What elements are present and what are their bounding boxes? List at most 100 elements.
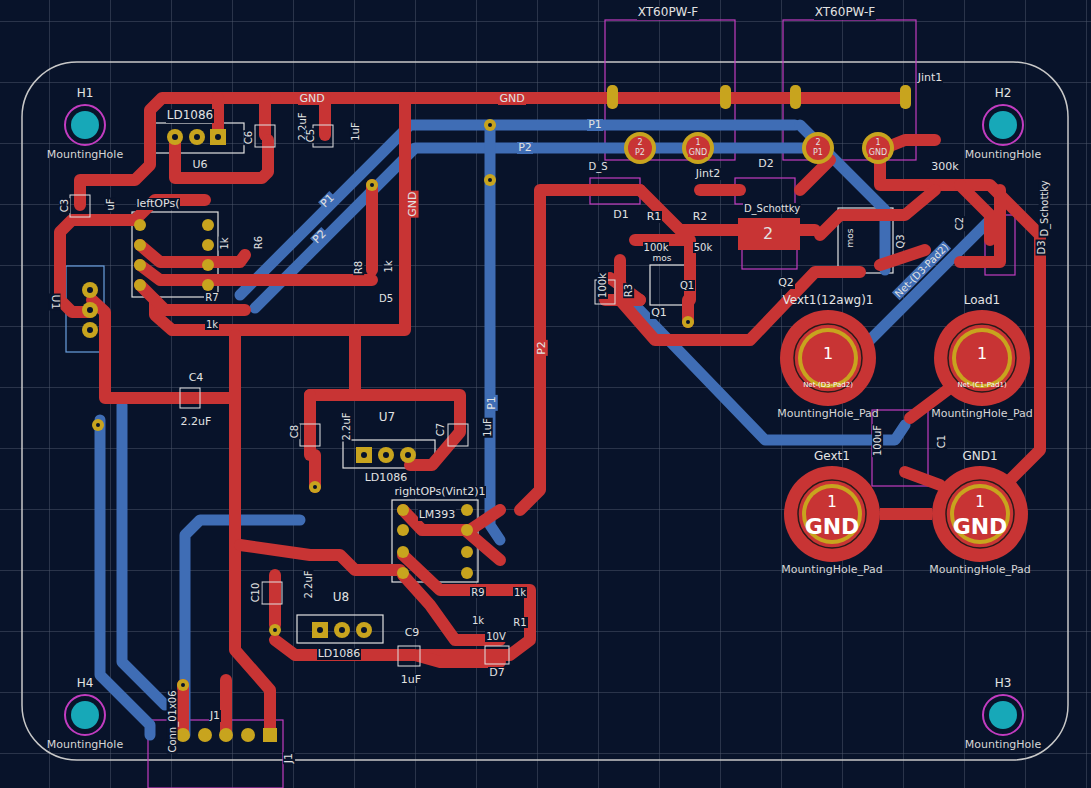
silkscreen-label: Jint2 [695,168,722,180]
hole-ring [65,105,105,145]
hole-ring [983,105,1023,145]
pad-outline [981,693,1025,737]
net-label: GND [498,93,525,105]
pad-outline [784,466,880,562]
silkscreen-label: D_Schottky [1038,179,1049,237]
pad-copper [784,466,880,562]
mounting-pad: Gext11GNDMountingHole_Pad [781,450,883,576]
silkscreen-label: R9 [470,587,485,598]
net-label: GND [688,149,708,158]
pad-copper [934,310,1030,406]
silkscreen-label: D_S [587,161,608,172]
pad-centres [628,136,890,160]
net-name: GND [784,516,880,538]
silkscreen-label: D1 [612,209,629,221]
mounting-pad: Load11Net-(C1-Pad1)MountingHole_Pad [931,294,1033,420]
silkscreen-label: Q1 [650,307,668,319]
pad-outline [981,103,1025,147]
silkscreen-label: U1 [48,294,60,311]
silkscreen-label: Conn_01x06 [166,689,177,753]
pad-number: 1 [932,495,1028,510]
silkscreen-label: 300k [930,161,959,173]
footprint-outlines [148,20,1015,788]
silkscreen-label: 1k [513,587,527,598]
silkscreen-label: C8 [289,424,300,439]
silkscreen-label: C6 [243,130,254,145]
net-label: 1 [874,139,881,148]
footprint-value: MountingHole_Pad [929,564,1031,577]
silkscreen-label: D3 [1035,239,1046,255]
net-label: P2 [517,142,533,154]
silkscreen-label: C4 [188,372,205,384]
footprint-value: MountingHole_Pad [777,408,879,421]
silkscreen-label: mos [652,254,673,264]
pad-outline [63,103,107,147]
silkscreen-label: U6 [191,159,208,171]
net-label: Net-(D3-Pad2) [892,241,951,300]
pad-disc [981,693,1025,737]
pad-outline [63,693,107,737]
silkscreen-label: 1k [382,259,393,273]
silkscreen-label: 100k [643,242,670,253]
silkscreen-label: LD1086 [317,648,362,660]
hole-drill [989,111,1017,139]
copper-trace [880,508,932,520]
silkscreen-outlines [132,123,893,643]
silkscreen-label: XT60PW-F [637,6,699,19]
silkscreen-label: 1k [205,319,219,330]
mounting-pad: GND 11GND MountingHole_Pad [929,450,1031,576]
silkscreen-label: C10 [250,582,261,604]
hole-drill [71,701,99,729]
footprint-value: MountingHole [47,739,123,752]
footprint-reference: Gext1 [781,450,883,464]
silkscreen-label: mos [846,227,856,248]
silkscreen-label: D5 [378,293,394,304]
net-name: GND [932,516,1028,538]
drill-holes [87,123,690,687]
silkscreen-label: Q1 [679,280,695,291]
pad-disc [981,103,1025,147]
silkscreen-label: U8 [332,591,350,604]
silkscreen-label: R3 [623,283,634,298]
silkscreen-label: leftOPs( [136,198,181,210]
pad-disc: 1Net-(D3-Pad2) [780,310,876,406]
hole-drill [71,111,99,139]
hole-ring [65,695,105,735]
footprint-reference: H4 [47,677,123,691]
silkscreen-label: 1k [218,236,229,250]
pad-copper [932,466,1028,562]
net-label: P2 [536,340,548,356]
silkscreen-label: J1 [209,710,221,722]
net-label: GND [298,93,325,105]
silkscreen-label: rightOPs(Vint2)1 [394,486,487,498]
footprint-reference: H2 [965,87,1041,101]
silkscreen-label: U7 [378,411,396,424]
silkscreen-label: C5 [305,128,316,143]
silkscreen-label: D7 [488,667,505,679]
silkscreen-label: Jint1 [917,72,944,84]
silkscreen-label: 50k [693,242,714,253]
net-label: GND [868,149,888,158]
net-label: GND [407,191,419,218]
top-traces [60,98,1040,735]
silkscreen-label: 1uF [481,417,492,437]
net-label: P1 [812,149,824,158]
pad-disc: 1GND [932,466,1028,562]
pad-number: 1 [780,346,876,362]
mounting-hole: H3MountingHole [965,677,1041,751]
pad-outline [932,466,1028,562]
silkscreen-label: R6 [253,235,264,250]
footprint-value: MountingHole [965,739,1041,752]
silkscreen-label: R1 [512,617,527,628]
mounting-hole: H1MountingHole [47,87,123,161]
net-label: P1 [318,191,338,211]
pad-disc: 1GND [784,466,880,562]
silkscreen-label: LD1086 [364,472,409,484]
net-label: P1 [486,395,498,411]
silkscreen-label: R2 [692,211,709,223]
silkscreen-label: LD1086 [166,109,214,122]
